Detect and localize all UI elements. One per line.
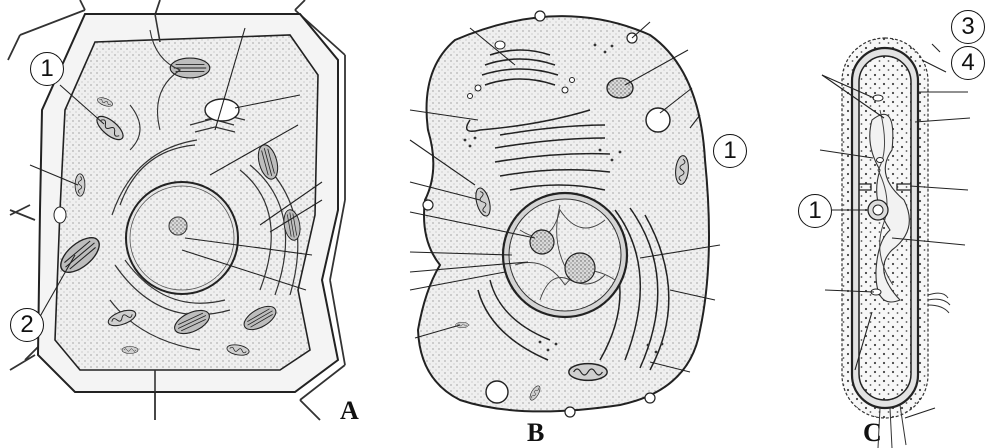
cell-c-marker-3: 3 — [951, 10, 985, 44]
cell-a-marker-1: 1 — [30, 52, 64, 86]
bacterial-cell — [820, 38, 970, 448]
cell-a-caption: A — [340, 398, 359, 424]
cell-a-marker-2: 2 — [10, 308, 44, 342]
cell-b-caption: B — [527, 420, 544, 446]
cell-b-marker-1: 1 — [713, 134, 747, 168]
cell-c-marker-4: 4 — [951, 46, 985, 80]
animal-cell — [410, 11, 720, 417]
cell-c-marker-1: 1 — [798, 194, 832, 228]
cell-c-caption: C — [863, 420, 882, 446]
